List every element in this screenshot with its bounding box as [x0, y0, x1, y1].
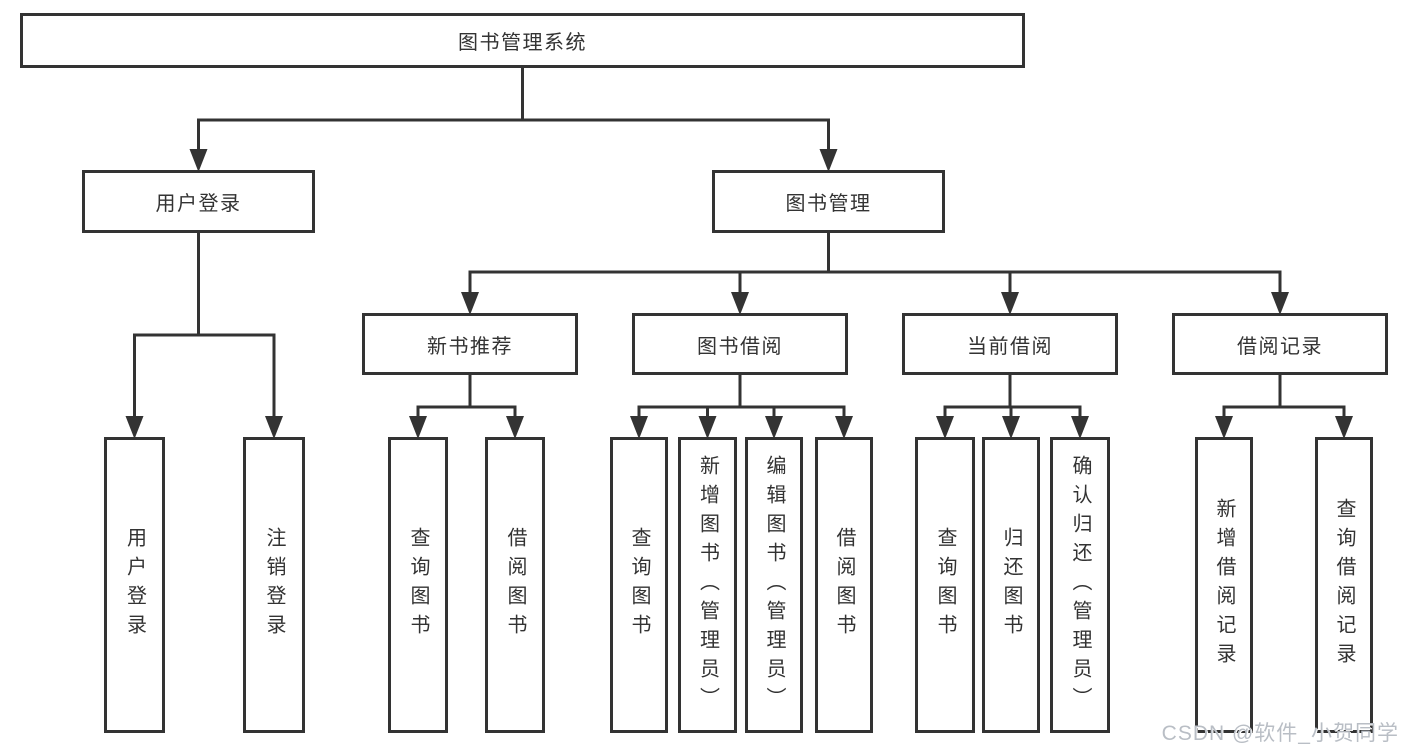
arrowhead — [1215, 416, 1233, 439]
watermark: CSDN @软件_小贺同学 — [1161, 722, 1399, 745]
node-label: 用户登录 — [155, 193, 242, 215]
node-label: 图书管理 — [785, 193, 872, 215]
node-label: 确认归还（管理员） — [1069, 454, 1091, 716]
node-leaf-recd-query: 查询借阅记录 — [1315, 437, 1373, 733]
node-label: 查询图书 — [407, 527, 429, 643]
node-label: 图书借阅 — [697, 335, 783, 358]
node-borrow: 图书借阅 — [632, 313, 848, 375]
arrowhead — [630, 416, 648, 439]
node-leaf-cur-query: 查询图书 — [915, 437, 975, 733]
arrowhead — [731, 292, 749, 315]
arrowhead — [835, 416, 853, 439]
node-root: 图书管理系统 — [20, 13, 1025, 68]
node-label: 当前借阅 — [967, 335, 1053, 358]
node-label: 图书管理系统 — [458, 32, 587, 54]
node-leaf-logout: 注销登录 — [243, 437, 305, 733]
node-records: 借阅记录 — [1172, 313, 1388, 375]
node-leaf-cur-return: 归还图书 — [982, 437, 1040, 733]
node-label: 新增借阅记录 — [1213, 498, 1235, 672]
arrowhead — [125, 416, 144, 439]
arrowhead — [506, 416, 524, 439]
node-label: 用户登录 — [123, 527, 146, 643]
node-label: 查询图书 — [934, 527, 956, 643]
node-rec: 新书推荐 — [362, 313, 578, 375]
node-label: 新增图书（管理员） — [696, 454, 719, 716]
node-label: 借阅记录 — [1237, 335, 1323, 358]
arrowhead — [1335, 416, 1353, 439]
node-label: 查询图书 — [628, 527, 650, 643]
arrowhead — [936, 416, 954, 439]
arrowhead — [1271, 292, 1289, 315]
arrowhead — [265, 416, 283, 439]
arrowhead — [189, 149, 208, 172]
arrowhead — [698, 416, 717, 439]
node-leaf-bor-query: 查询图书 — [610, 437, 668, 733]
arrowhead — [765, 416, 783, 439]
node-label: 编辑图书（管理员） — [763, 454, 785, 716]
node-leaf-cur-confirm: 确认归还（管理员） — [1050, 437, 1110, 733]
node-login: 用户登录 — [82, 170, 315, 233]
arrowhead — [1071, 416, 1089, 439]
node-label: 借阅图书 — [833, 527, 855, 643]
node-label: 新书推荐 — [427, 335, 513, 358]
node-current: 当前借阅 — [902, 313, 1118, 375]
node-leaf-bor-borrow: 借阅图书 — [815, 437, 873, 733]
arrowhead — [409, 416, 427, 439]
node-leaf-rec-query: 查询图书 — [388, 437, 448, 733]
node-label: 注销登录 — [263, 527, 285, 643]
node-leaf-bor-add: 新增图书（管理员） — [678, 437, 737, 733]
arrowhead — [1002, 416, 1020, 439]
node-leaf-user-login: 用户登录 — [104, 437, 165, 733]
node-leaf-rec-borrow: 借阅图书 — [485, 437, 545, 733]
arrowhead — [1001, 292, 1019, 315]
node-mgmt: 图书管理 — [712, 170, 945, 233]
node-label: 归还图书 — [1000, 527, 1022, 643]
node-label: 查询借阅记录 — [1333, 498, 1355, 672]
node-leaf-recd-add: 新增借阅记录 — [1195, 437, 1253, 733]
arrowhead — [461, 292, 479, 315]
arrowhead — [819, 149, 838, 172]
node-leaf-bor-edit: 编辑图书（管理员） — [745, 437, 803, 733]
node-label: 借阅图书 — [504, 527, 526, 643]
